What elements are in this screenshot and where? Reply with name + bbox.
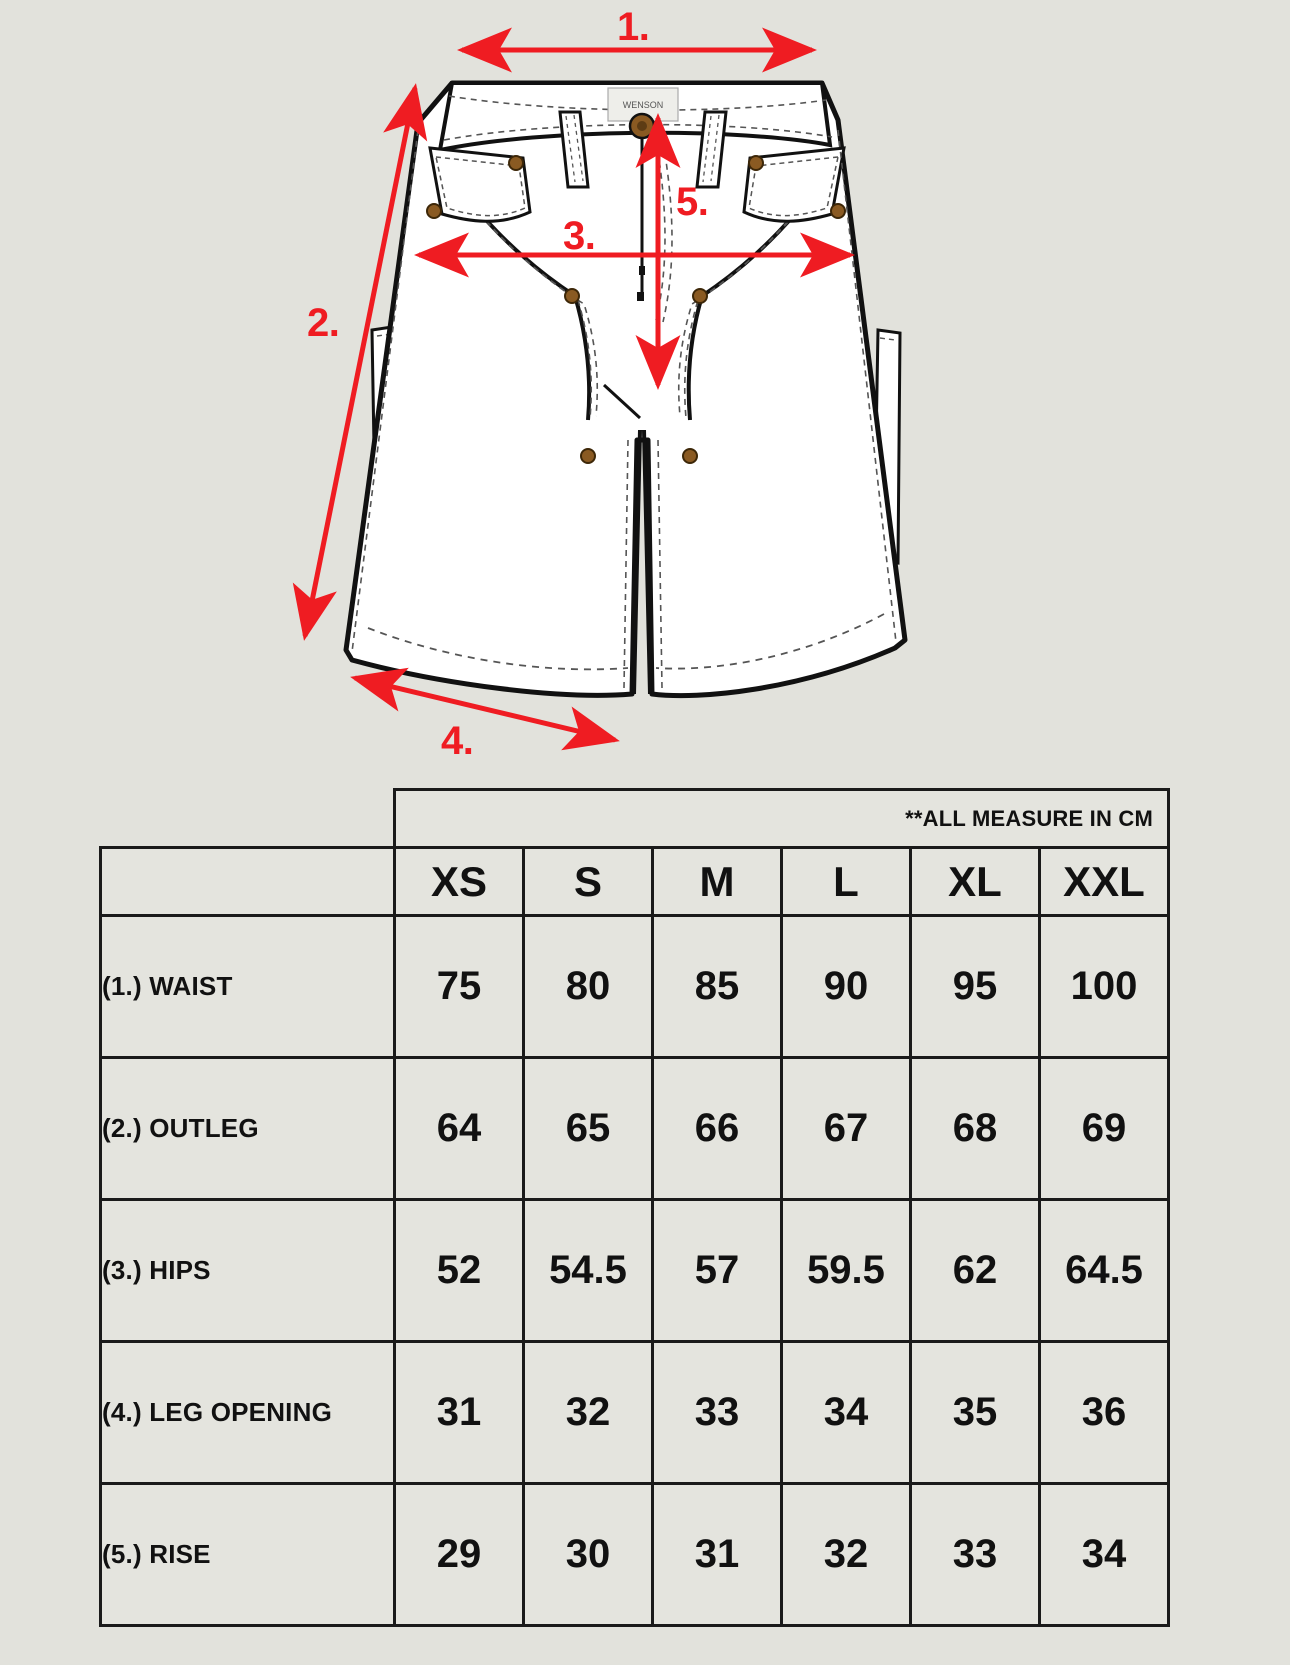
- measurement-value: 69: [1037, 1056, 1171, 1201]
- coin-pocket-right-stitch: [748, 156, 839, 217]
- measurement-value: 54.5: [522, 1198, 654, 1343]
- measurement-value: 90: [780, 914, 912, 1059]
- callout-label-1: 1.: [617, 5, 650, 49]
- measurement-value: 36: [1037, 1340, 1171, 1485]
- measurement-label: (2.) OUTLEG: [99, 1056, 396, 1201]
- brand-label-text: WENSON: [623, 100, 664, 110]
- hem-stitch-left: [367, 627, 629, 671]
- inseam-stitch-left: [623, 439, 629, 689]
- measure-note: **ALL MEASURE IN CM: [392, 788, 1171, 849]
- side-seam-right: [837, 129, 897, 643]
- measurement-column-header: [99, 846, 396, 917]
- measurement-value: 57: [651, 1198, 783, 1343]
- measurement-value: 33: [909, 1482, 1041, 1627]
- coin-pocket-left: [428, 146, 532, 223]
- arrow-outleg: [292, 83, 428, 641]
- rivet-crotch-left: [580, 448, 596, 464]
- measurement-value: 62: [909, 1198, 1041, 1343]
- rivet-pocket-left-top: [508, 155, 524, 171]
- measurement-value: 34: [780, 1340, 912, 1485]
- measurement-value: 29: [393, 1482, 525, 1627]
- callout-label-3: 3.: [563, 214, 596, 258]
- callout-label-2: 2.: [307, 301, 340, 345]
- measurement-value: 95: [909, 914, 1041, 1059]
- size-header-l: L: [780, 846, 912, 917]
- note-spacer-cell: [101, 790, 395, 848]
- rivet-pocket-left-bottom: [426, 203, 442, 219]
- fly-bartack-upper: [639, 266, 645, 275]
- measurement-value: 65: [522, 1056, 654, 1201]
- measurement-label: (3.) HIPS: [99, 1198, 396, 1343]
- measure-note-row: **ALL MEASURE IN CM: [101, 788, 1171, 849]
- shorts-technical-drawing: WENSON: [292, 27, 908, 751]
- crotch-seam: [602, 383, 642, 420]
- rivet-fly-left: [564, 288, 580, 304]
- callout-label-4: 4.: [441, 719, 474, 763]
- shorts-body: WENSON: [343, 80, 908, 699]
- measurement-arrows: [292, 27, 855, 751]
- coin-pocket-right: [742, 146, 846, 223]
- measurement-value: 32: [780, 1482, 912, 1627]
- measurement-value: 64.5: [1037, 1198, 1171, 1343]
- belt-loop-right-stitch: [702, 114, 720, 183]
- measurement-value: 35: [909, 1340, 1041, 1485]
- hem-stitch-right: [655, 613, 885, 670]
- measurement-value: 85: [651, 914, 783, 1059]
- measurement-value: 66: [651, 1056, 783, 1201]
- size-header-xxl: XXL: [1037, 846, 1171, 917]
- measurement-value: 30: [522, 1482, 654, 1627]
- measurement-value: 68: [909, 1056, 1041, 1201]
- arrow-leg-opening: [350, 667, 620, 751]
- measurement-label: (5.) RISE: [99, 1482, 396, 1627]
- measurement-value: 100: [1037, 914, 1171, 1059]
- belt-loop-right: [695, 110, 728, 189]
- measurement-value: 75: [393, 914, 525, 1059]
- front-pocket-right-stitch: [677, 159, 835, 419]
- size-header-xl: XL: [909, 846, 1041, 917]
- measurement-value: 59.5: [780, 1198, 912, 1343]
- rivet-fly-right: [692, 288, 708, 304]
- measurement-value: 64: [393, 1056, 525, 1201]
- measurement-value: 67: [780, 1056, 912, 1201]
- rivet-crotch-right: [682, 448, 698, 464]
- belt-loop-left: [558, 110, 590, 189]
- measurement-value: 34: [1037, 1482, 1171, 1627]
- measurement-value: 33: [651, 1340, 783, 1485]
- measurement-value: 80: [522, 914, 654, 1059]
- callout-label-5: 5.: [676, 180, 709, 224]
- leg-split: [632, 429, 652, 695]
- coin-pocket-left-stitch: [435, 156, 526, 217]
- belt-loop-left-stitch: [565, 114, 584, 183]
- waist-button-inner: [637, 121, 647, 131]
- rivet-pocket-right-top: [748, 155, 764, 171]
- size-header-s: S: [522, 846, 654, 917]
- rivet-pocket-right-bottom: [830, 203, 846, 219]
- measurement-value: 32: [522, 1340, 654, 1485]
- fly-bartack-lower: [637, 292, 644, 301]
- measurement-value: 31: [651, 1482, 783, 1627]
- measurement-value: 52: [393, 1198, 525, 1343]
- inseam-stitch-right: [657, 439, 663, 689]
- shorts-illustration: WENSON: [0, 0, 1290, 790]
- measurement-value: 31: [393, 1340, 525, 1485]
- measurement-label: (4.) LEG OPENING: [99, 1340, 396, 1485]
- size-header-m: M: [651, 846, 783, 917]
- measurement-label: (1.) WAIST: [99, 914, 396, 1059]
- size-header-xs: XS: [393, 846, 525, 917]
